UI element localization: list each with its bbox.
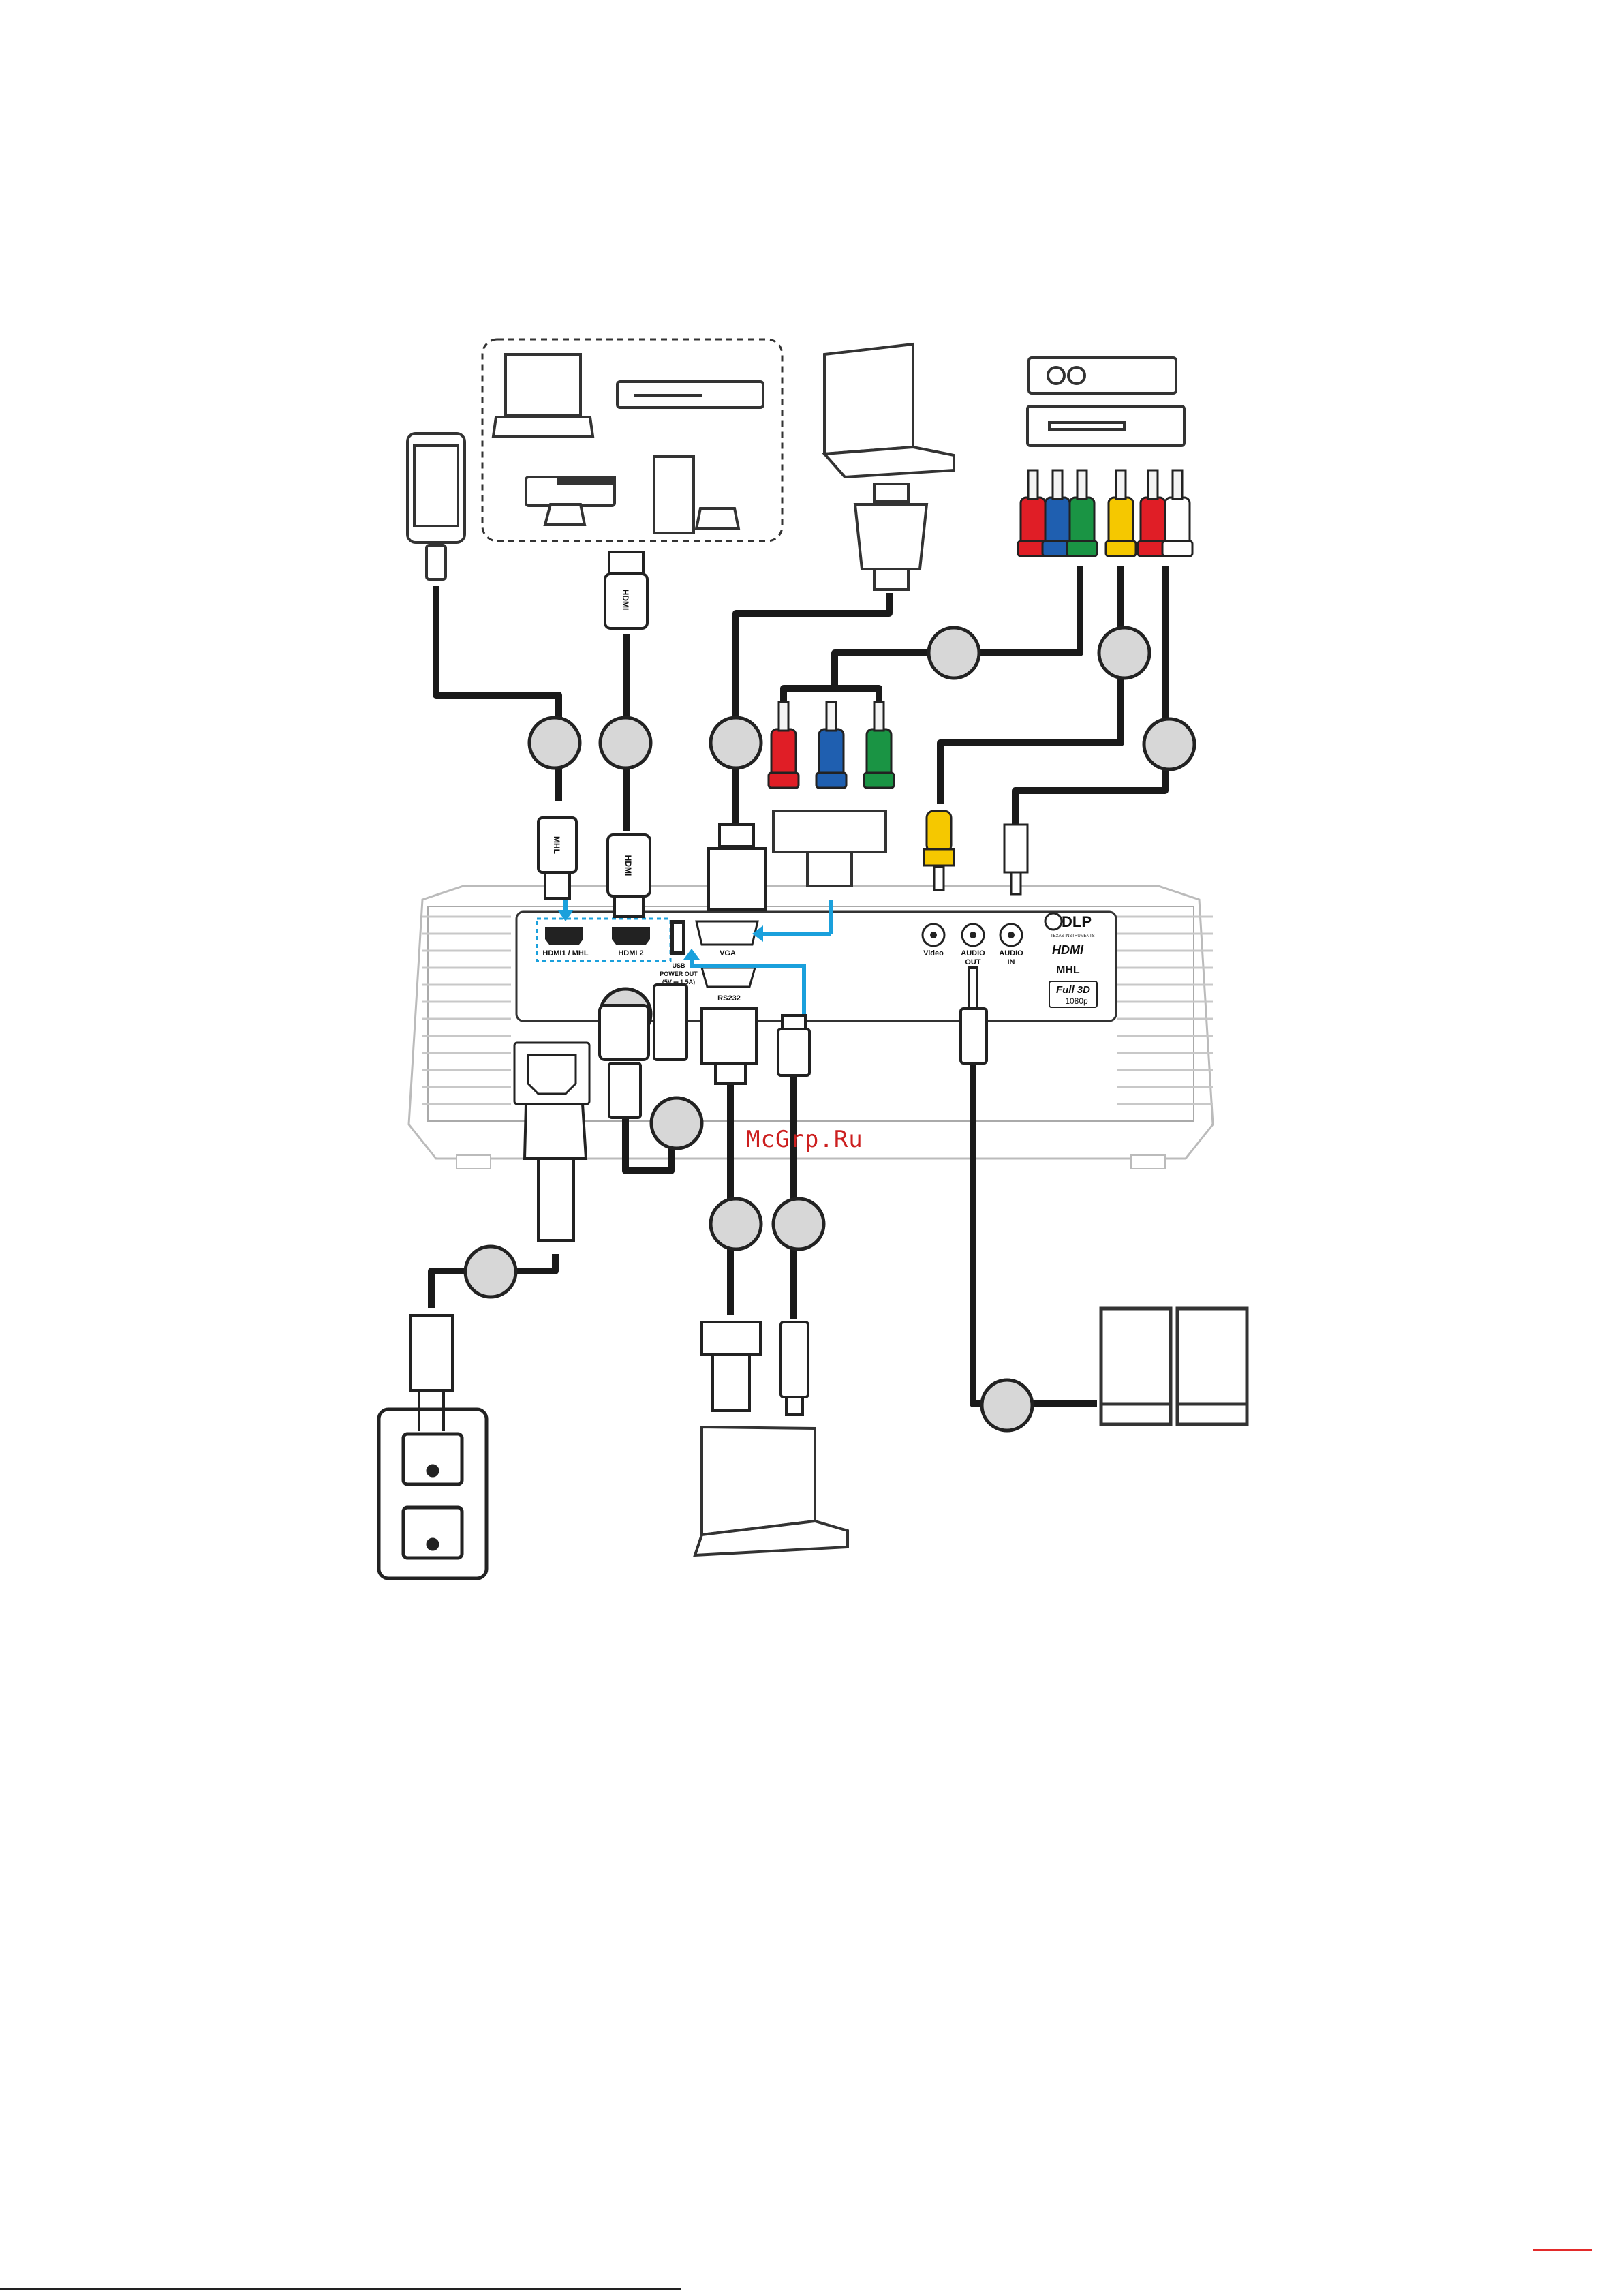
vga-label: VGA <box>720 949 736 958</box>
vga-plug-top <box>855 484 927 590</box>
usb-label-2: POWER OUT <box>660 970 698 977</box>
mhl-plug: MHL <box>538 818 576 898</box>
usb-label-1: USB <box>672 962 685 969</box>
hdmi-plug-top: HDMI <box>605 552 647 628</box>
hdmi1-mhl-label: HDMI1 / MHL <box>542 949 589 958</box>
vga-plug-bottom <box>709 825 766 910</box>
laptop-bottom-icon <box>695 1427 848 1555</box>
audio-out-label-2: OUT <box>965 958 981 966</box>
game-console-ps-icon <box>654 457 739 533</box>
audio-in-label-1: AUDIO <box>999 949 1023 958</box>
rca-component-group <box>769 702 894 788</box>
laptop-vga-icon <box>824 344 954 477</box>
mhl-plug-text: MHL <box>552 836 561 854</box>
laptop-icon <box>493 354 593 436</box>
usb-plug-bottom <box>781 1322 808 1415</box>
power-inlet <box>514 1043 589 1104</box>
usb-service-plug <box>778 1015 809 1075</box>
vcr-icon <box>1029 358 1176 393</box>
hdmi-logo: HDMI <box>1052 943 1084 957</box>
hdmi-plug-bottom: HDMI <box>608 835 650 917</box>
dvd-player-icon <box>1027 406 1184 446</box>
hdmi-plug-bottom-text: HDMI <box>623 855 633 876</box>
video-port[interactable]: Video <box>923 924 944 958</box>
rs232-label: RS232 <box>717 994 741 1002</box>
bluray-player-icon <box>617 382 763 408</box>
component-vga-adapter <box>773 811 886 886</box>
composite-plug <box>924 811 954 890</box>
rs232-plug-bottom <box>702 1322 760 1411</box>
hdmi2-label: HDMI 2 <box>618 949 643 958</box>
power-cord-plug <box>525 1104 586 1240</box>
audio-in-label-2: IN <box>1008 958 1015 966</box>
full3d-sub: 1080p <box>1065 996 1088 1006</box>
dlp-logo: DLP <box>1062 913 1092 930</box>
hdmi-source-group <box>482 339 782 541</box>
wall-outlet-icon <box>379 1409 486 1578</box>
watermark-text: McGrp.Ru <box>746 1126 863 1153</box>
rca-top-group <box>1018 470 1192 556</box>
footer-accent <box>1533 2249 1592 2251</box>
video-label: Video <box>923 949 944 958</box>
smartphone-icon <box>407 433 465 579</box>
mhl-logo: MHL <box>1056 964 1080 976</box>
audio-in-plug <box>1004 825 1027 894</box>
audio-out-label-1: AUDIO <box>961 949 985 958</box>
game-console-xbox-icon <box>526 477 615 525</box>
dlp-sub: TEXAS INSTRUMENTS <box>1051 934 1095 938</box>
footer-rule <box>0 2288 681 2290</box>
speakers-icon <box>1101 1308 1247 1424</box>
hdmi-plug-top-text: HDMI <box>621 590 630 611</box>
full3d-logo: Full 3D <box>1056 984 1090 996</box>
